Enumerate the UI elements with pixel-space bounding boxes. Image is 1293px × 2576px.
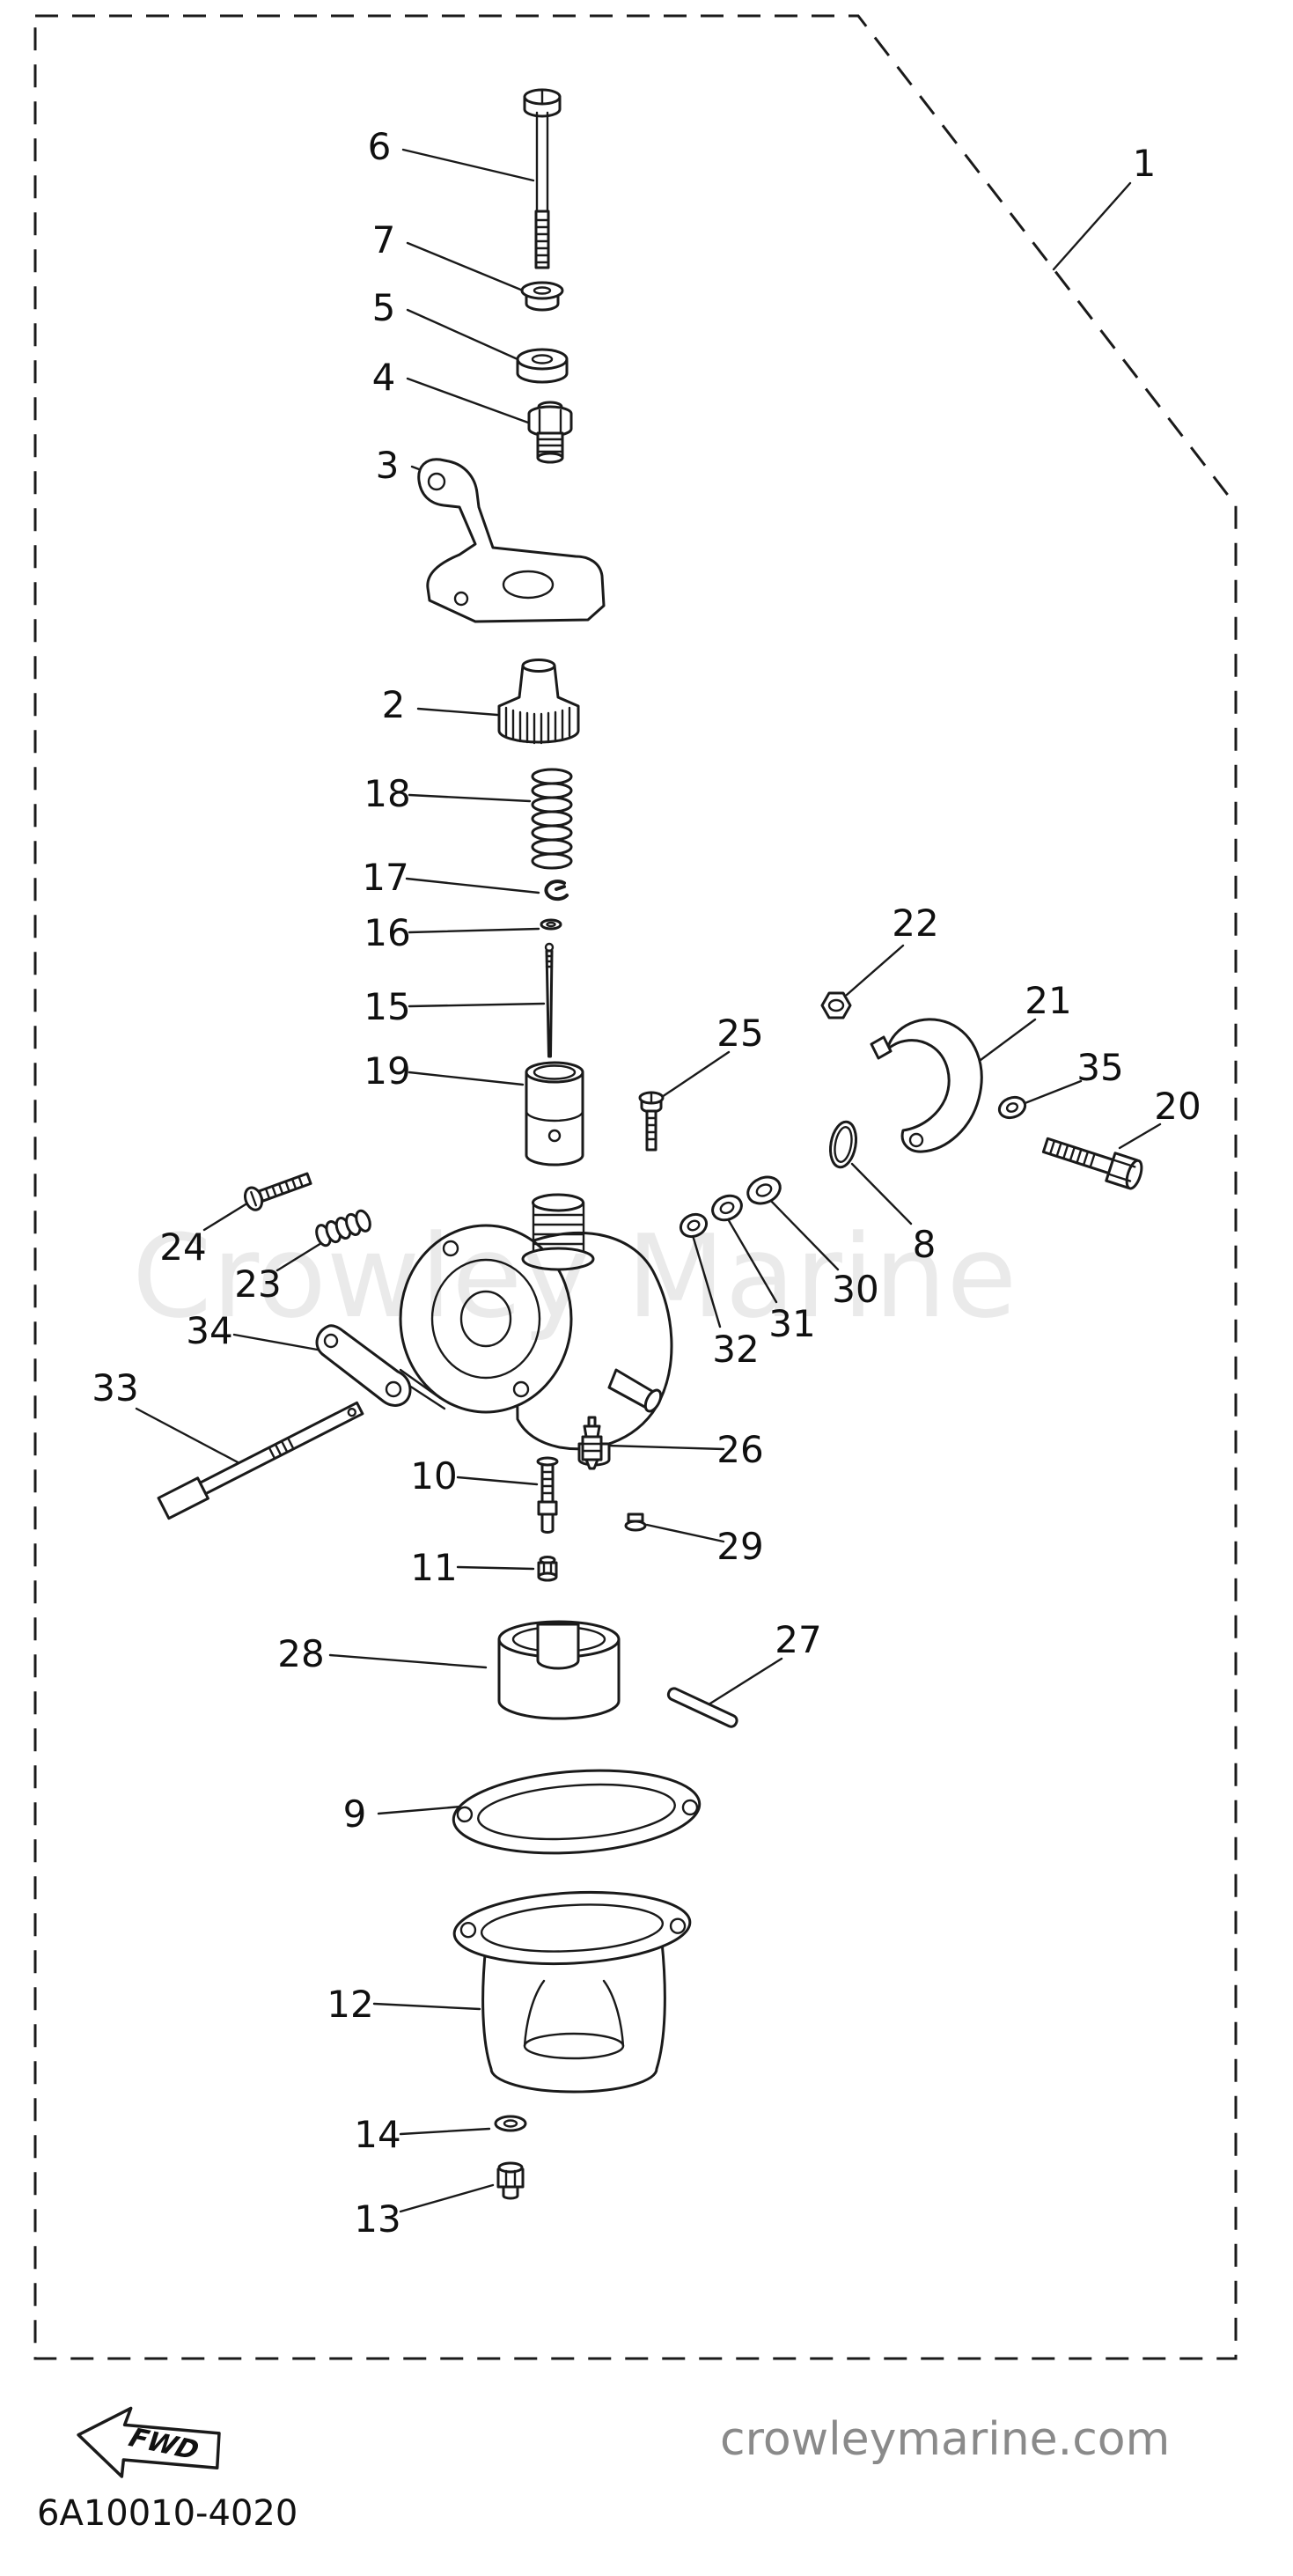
website-text: crowleymarine.com [720,2413,1170,2466]
callout-27[interactable]: 27 [775,1618,821,1661]
part-6-screw [523,88,562,269]
callout-34[interactable]: 34 [186,1309,232,1352]
callout-17[interactable]: 17 [362,856,408,899]
part-18-throttle-spring [531,768,573,870]
part-17-needle-clip [544,880,569,902]
watermark-text: Crowley Marine [132,1210,1017,1343]
fwd-arrow: FWD [77,2406,221,2478]
callout-12[interactable]: 12 [327,1983,373,2026]
part-26-needle-valve [581,1416,603,1470]
callout-7[interactable]: 7 [372,218,396,261]
part-31-washer [711,1194,743,1222]
part-16-spring-seat-ring [540,918,562,931]
part-34-link-lever [315,1324,412,1407]
callout-33[interactable]: 33 [92,1366,138,1409]
part-15-jet-needle [544,942,555,1058]
callout-1[interactable]: 1 [1133,142,1157,185]
callout-25[interactable]: 25 [716,1012,763,1055]
part-2-mixing-chamber-cap [497,659,580,745]
callout-28[interactable]: 28 [277,1632,324,1675]
callout-20[interactable]: 20 [1154,1085,1201,1128]
part-14-washer [494,2115,527,2132]
part-10-main-nozzle [536,1456,559,1534]
callout-3[interactable]: 3 [376,444,400,487]
callout-35[interactable]: 35 [1076,1046,1123,1089]
part-35-washer [997,1095,1027,1120]
callout-11[interactable]: 11 [410,1546,457,1589]
part-32-washer [679,1212,709,1239]
part-5-spring-seat [516,348,569,384]
callout-2[interactable]: 2 [382,683,406,726]
part-22-nut [820,991,852,1019]
part-code-text: 6A10010-4020 [37,2493,298,2534]
callout-21[interactable]: 21 [1025,979,1071,1022]
callout-9[interactable]: 9 [343,1792,367,1836]
leader-lines [135,148,1162,2213]
callout-19[interactable]: 19 [364,1049,410,1093]
part-9-bowl-gasket [452,1769,702,1855]
callout-15[interactable]: 15 [364,985,410,1028]
assembly-border [33,14,1238,2360]
callout-10[interactable]: 10 [410,1454,457,1498]
callout-31[interactable]: 31 [768,1302,815,1345]
part-23-spring [315,1209,371,1248]
callout-32[interactable]: 32 [712,1328,759,1371]
part-20-bolt [1041,1137,1143,1190]
part-19-throttle-valve [525,1061,584,1167]
part-8-seal-ring [828,1120,858,1169]
part-12-float-bowl [452,1890,692,2094]
part-13-drain-plug [496,2161,525,2200]
part-29-clip [624,1512,647,1532]
callout-24[interactable]: 24 [159,1225,206,1269]
part-21-choke-lever [870,1018,983,1153]
callout-14[interactable]: 14 [354,2113,400,2156]
callout-30[interactable]: 30 [832,1268,878,1311]
callout-26[interactable]: 26 [716,1428,763,1471]
part-4-cable-adjuster [527,401,573,464]
callout-13[interactable]: 13 [354,2197,400,2241]
part-25-stop-screw [638,1091,665,1152]
callout-5[interactable]: 5 [372,286,396,329]
part-24-pilot-screw [243,1172,312,1211]
part-3-bracket [417,458,606,623]
callout-8[interactable]: 8 [913,1223,937,1266]
part-33-throttle-shaft [157,1401,364,1520]
callout-22[interactable]: 22 [892,902,938,945]
callout-16[interactable]: 16 [364,911,410,954]
callout-6[interactable]: 6 [368,125,392,168]
callout-29[interactable]: 29 [716,1525,763,1568]
callout-18[interactable]: 18 [364,772,410,815]
part-30-washer [746,1175,782,1205]
part-7-adjuster-washer [520,281,564,312]
part-11-main-jet [537,1556,558,1582]
carburetor-body [399,1193,673,1467]
part-27-float-pin [666,1687,738,1728]
part-28-float [497,1620,621,1720]
callout-23[interactable]: 23 [234,1262,281,1306]
callout-4[interactable]: 4 [372,356,396,399]
